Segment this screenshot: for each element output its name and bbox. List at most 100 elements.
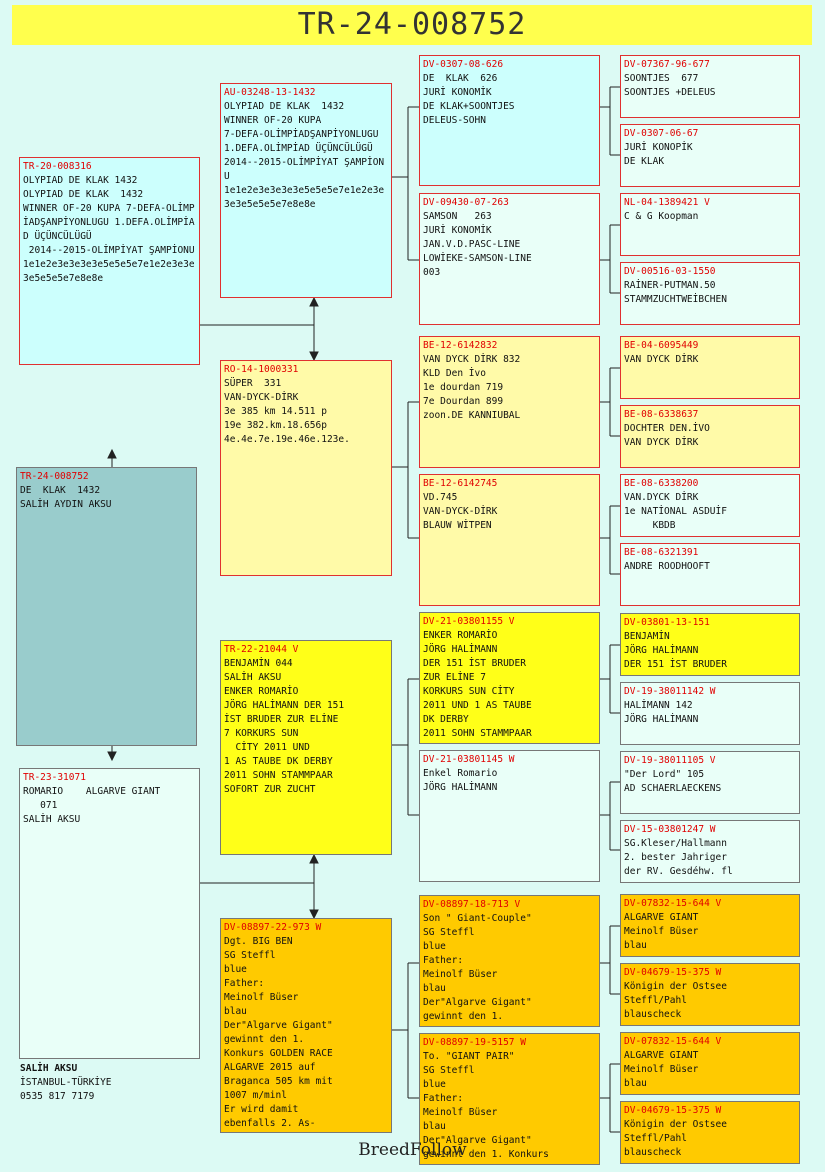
- ring-number: TR-20-008316: [23, 161, 92, 172]
- dam-card[interactable]: TR-23-31071 ROMARIO ALGARVE GIANT 071 SA…: [19, 768, 200, 1059]
- pedigree-title: TR-24-008752: [12, 5, 812, 45]
- pigeon-details: ANDRE ROODHOOFT: [624, 561, 710, 572]
- pigeon-details: OLYPIAD DE KLAK 1432 WINNER OF-20 KUPA 7…: [224, 101, 385, 210]
- pigeon-details: Dgt. BIG BEN SG Steffl blue Father: Mein…: [224, 936, 333, 1129]
- gen3-card[interactable]: DV-08897-19-5157 W To. "GIANT PAIR" SG S…: [419, 1033, 600, 1165]
- ring-number: BE-08-6338637: [624, 409, 699, 420]
- pigeon-details: VAN.DYCK DİRK 1e NATİONAL ASDUİF KBDB: [624, 492, 727, 531]
- pigeon-details: BENJAMİN JÖRG HALİMANN DER 151 İST BRUDE…: [624, 631, 727, 670]
- pigeon-details: RAİNER-PUTMAN.50 STAMMZUCHTWEİBCHEN: [624, 280, 727, 305]
- gen4-card[interactable]: DV-19-38011142 W HALİMANN 142 JÖRG HALİM…: [620, 682, 800, 745]
- gen3-card[interactable]: DV-21-03801155 V ENKER ROMARİO JÖRG HALİ…: [419, 612, 600, 744]
- ring-number: DV-04679-15-375 W: [624, 967, 722, 978]
- pigeon-details: DE KLAK 1432 SALİH AYDIN AKSU: [20, 485, 112, 510]
- gen4-card[interactable]: BE-08-6338200 VAN.DYCK DİRK 1e NATİONAL …: [620, 474, 800, 537]
- ring-number: DV-21-03801145 W: [423, 754, 515, 765]
- ring-number: DV-0307-08-626: [423, 59, 504, 70]
- sire-card[interactable]: TR-20-008316 OLYPIAD DE KLAK 1432 OLYPIA…: [19, 157, 200, 365]
- gen4-card[interactable]: DV-07832-15-644 V ALGARVE GIANT Meinolf …: [620, 894, 800, 957]
- pigeon-details: JURİ KONOPİK DE KLAK: [624, 142, 693, 167]
- pigeon-details: VAN DYCK DİRK 832 KLD Den İvo 1e dourdan…: [423, 354, 521, 421]
- pigeon-details: SG.Kleser/Hallmann 2. bester Jahriger de…: [624, 838, 733, 877]
- ring-number: DV-07832-15-644 V: [624, 1036, 722, 1047]
- ring-number: TR-23-31071: [23, 772, 86, 783]
- brand-footer: BreedFollow: [358, 1140, 467, 1160]
- dam-sire-card[interactable]: TR-22-21044 V BENJAMİN 044 SALİH AKSU EN…: [220, 640, 392, 855]
- pigeon-details: DE KLAK 626 JURİ KONOMİK DE KLAK+SOONTJE…: [423, 73, 515, 126]
- owner-name: SALİH AKSU: [20, 1063, 78, 1074]
- gen3-card[interactable]: BE-12-6142745 VD.745 VAN-DYCK-DİRK BLAUW…: [419, 474, 600, 606]
- pigeon-details: C & G Koopman: [624, 211, 699, 222]
- ring-number: DV-07367-96-677: [624, 59, 710, 70]
- gen3-card[interactable]: DV-0307-08-626 DE KLAK 626 JURİ KONOMİK …: [419, 55, 600, 186]
- ring-number: BE-08-6338200: [624, 478, 699, 489]
- gen4-card[interactable]: DV-04679-15-375 W Königin der Ostsee Ste…: [620, 1101, 800, 1164]
- gen4-card[interactable]: BE-08-6321391 ANDRE ROODHOOFT: [620, 543, 800, 606]
- pigeon-details: "Der Lord" 105 AD SCHAERLAECKENS: [624, 769, 722, 794]
- ring-number: DV-0307-06-67: [624, 128, 699, 139]
- pigeon-details: BENJAMİN 044 SALİH AKSU ENKER ROMARİO JÖ…: [224, 658, 345, 795]
- gen3-card[interactable]: DV-21-03801145 W Enkel Romario JÖRG HALİ…: [419, 750, 600, 882]
- ring-number: DV-19-38011105 V: [624, 755, 716, 766]
- pigeon-details: HALİMANN 142 JÖRG HALİMANN: [624, 700, 699, 725]
- gen4-card[interactable]: DV-15-03801247 W SG.Kleser/Hallmann 2. b…: [620, 820, 800, 883]
- gen4-card[interactable]: DV-03801-13-151 BENJAMİN JÖRG HALİMANN D…: [620, 613, 800, 676]
- pigeon-details: To. "GIANT PAIR" SG Steffl blue Father: …: [423, 1051, 549, 1160]
- sire-dam-card[interactable]: RO-14-1000331 SÜPER 331 VAN-DYCK-DİRK 3e…: [220, 360, 392, 576]
- ring-number: DV-08897-18-713 V: [423, 899, 521, 910]
- ring-number: DV-03801-13-151: [624, 617, 710, 628]
- gen4-card[interactable]: BE-08-6338637 DOCHTER DEN.İVO VAN DYCK D…: [620, 405, 800, 468]
- pigeon-details: SOONTJES 677 SOONTJES +DELEUS: [624, 73, 716, 98]
- gen4-card[interactable]: DV-00516-03-1550 RAİNER-PUTMAN.50 STAMMZ…: [620, 262, 800, 325]
- ring-number: DV-15-03801247 W: [624, 824, 716, 835]
- ring-number: DV-19-38011142 W: [624, 686, 716, 697]
- subject-card[interactable]: TR-24-008752 DE KLAK 1432 SALİH AYDIN AK…: [16, 467, 197, 746]
- gen4-card[interactable]: DV-07832-15-644 V ALGARVE GIANT Meinolf …: [620, 1032, 800, 1095]
- ring-number: DV-21-03801155 V: [423, 616, 515, 627]
- gen3-card[interactable]: DV-09430-07-263 SAMSON 263 JURİ KONOMİK …: [419, 193, 600, 325]
- gen4-card[interactable]: DV-19-38011105 V "Der Lord" 105 AD SCHAE…: [620, 751, 800, 814]
- sire-sire-card[interactable]: AU-03248-13-1432 OLYPIAD DE KLAK 1432 WI…: [220, 83, 392, 298]
- pigeon-details: ROMARIO ALGARVE GIANT 071 SALİH AKSU: [23, 786, 161, 825]
- pigeon-details: Königin der Ostsee Steffl/Pahl blauschec…: [624, 1119, 727, 1158]
- pigeon-details: DOCHTER DEN.İVO VAN DYCK DİRK: [624, 423, 710, 448]
- pigeon-details: Königin der Ostsee Steffl/Pahl blauschec…: [624, 981, 727, 1020]
- ring-number: BE-12-6142832: [423, 340, 498, 351]
- pigeon-details: ENKER ROMARİO JÖRG HALİMANN DER 151 İST …: [423, 630, 532, 739]
- pigeon-details: ALGARVE GIANT Meinolf Büser blau: [624, 1050, 699, 1089]
- owner-location: İSTANBUL-TÜRKİYE: [20, 1077, 112, 1088]
- pigeon-details: VAN DYCK DİRK: [624, 354, 699, 365]
- ring-number: RO-14-1000331: [224, 364, 299, 375]
- ring-number: TR-24-008752: [20, 471, 89, 482]
- owner-info: SALİH AKSU İSTANBUL-TÜRKİYE 0535 817 717…: [20, 1062, 112, 1104]
- gen4-card[interactable]: NL-04-1389421 V C & G Koopman: [620, 193, 800, 256]
- ring-number: DV-08897-19-5157 W: [423, 1037, 526, 1048]
- pigeon-details: ALGARVE GIANT Meinolf Büser blau: [624, 912, 699, 951]
- gen3-card[interactable]: BE-12-6142832 VAN DYCK DİRK 832 KLD Den …: [419, 336, 600, 468]
- dam-dam-card[interactable]: DV-08897-22-973 W Dgt. BIG BEN SG Steffl…: [220, 918, 392, 1133]
- ring-number: DV-04679-15-375 W: [624, 1105, 722, 1116]
- ring-number: TR-22-21044 V: [224, 644, 299, 655]
- gen4-card[interactable]: DV-04679-15-375 W Königin der Ostsee Ste…: [620, 963, 800, 1026]
- ring-number: DV-08897-22-973 W: [224, 922, 322, 933]
- ring-number: NL-04-1389421 V: [624, 197, 710, 208]
- pigeon-details: OLYPIAD DE KLAK 1432 OLYPIAD DE KLAK 143…: [23, 175, 195, 284]
- ring-number: DV-00516-03-1550: [624, 266, 716, 277]
- gen4-card[interactable]: BE-04-6095449 VAN DYCK DİRK: [620, 336, 800, 399]
- pigeon-details: SÜPER 331 VAN-DYCK-DİRK 3e 385 km 14.511…: [224, 378, 350, 445]
- pigeon-details: Enkel Romario JÖRG HALİMANN: [423, 768, 498, 793]
- ring-number: BE-04-6095449: [624, 340, 699, 351]
- pigeon-details: Son " Giant-Couple" SG Steffl blue Fathe…: [423, 913, 532, 1022]
- ring-number: BE-08-6321391: [624, 547, 699, 558]
- pigeon-details: VD.745 VAN-DYCK-DİRK BLAUW WİTPEN: [423, 492, 498, 531]
- gen4-card[interactable]: DV-0307-06-67 JURİ KONOPİK DE KLAK: [620, 124, 800, 187]
- ring-number: BE-12-6142745: [423, 478, 498, 489]
- ring-number: DV-07832-15-644 V: [624, 898, 722, 909]
- ring-number: DV-09430-07-263: [423, 197, 509, 208]
- ring-number: AU-03248-13-1432: [224, 87, 316, 98]
- gen3-card[interactable]: DV-08897-18-713 V Son " Giant-Couple" SG…: [419, 895, 600, 1027]
- gen4-card[interactable]: DV-07367-96-677 SOONTJES 677 SOONTJES +D…: [620, 55, 800, 118]
- owner-phone: 0535 817 7179: [20, 1091, 95, 1102]
- pigeon-details: SAMSON 263 JURİ KONOMİK JAN.V.D.PASC-LIN…: [423, 211, 532, 278]
